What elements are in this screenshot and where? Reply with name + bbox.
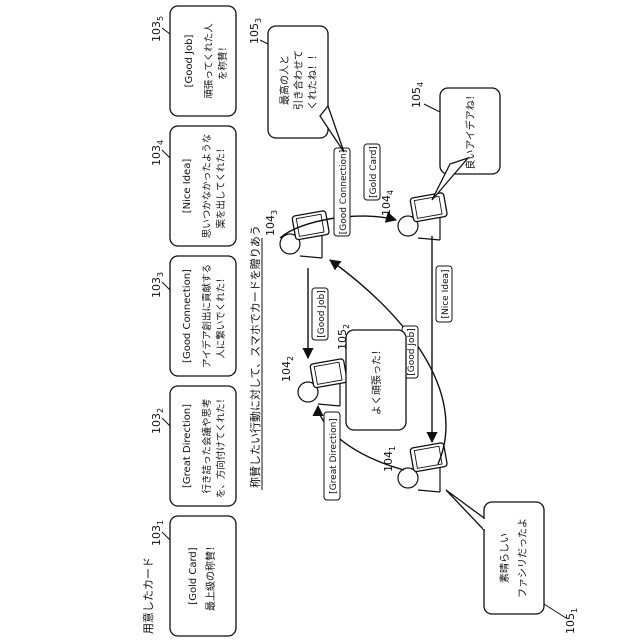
card-good-connection-name: [Good Connection]	[182, 269, 193, 363]
smartphone-icon	[410, 192, 448, 222]
label-gold-card: [Gold Card]	[364, 144, 380, 200]
card-good-job-name: [Good Job]	[184, 35, 195, 88]
card-gold-name: [Gold Card]	[188, 547, 199, 604]
card-good-job: [Good Job] 頑張ってくれた人 を称賛！ 1035	[150, 6, 236, 116]
svg-text:[Good Connection]: [Good Connection]	[339, 150, 349, 235]
card-nice-idea-ref: 1034	[150, 140, 165, 166]
person-104-3: 1043	[264, 210, 329, 258]
smartphone-icon	[310, 358, 348, 388]
person-ref: 1044	[380, 190, 395, 216]
card-good-job-leader	[162, 28, 170, 34]
smartphone-icon	[292, 210, 330, 240]
bubble-105-3: 最高の人と 引き合わせて くれたね！！ 1053	[248, 18, 344, 152]
card-gold-leader	[162, 532, 170, 540]
bubble-105-3-line3: くれたね！！	[307, 50, 319, 110]
card-good-connection-ref: 1033	[150, 272, 165, 298]
person-ref: 1042	[280, 356, 295, 382]
card-good-job-line1: 頑張ってくれた人	[204, 23, 215, 99]
card-great-direction-leader	[162, 418, 170, 426]
card-good-connection-line2: 人に繋いでくれた！	[215, 273, 227, 358]
svg-text:[Nice Idea]: [Nice Idea]	[441, 269, 451, 318]
card-great-direction: [Great Direction] 行き詰った会議や思考 を、方向付けてくれた！…	[150, 386, 236, 506]
label-good-connection: [Good Connection]	[334, 148, 350, 236]
bubble-105-2-line1: よく頑張った！	[371, 345, 383, 415]
svg-text:[Good Job]: [Good Job]	[317, 290, 327, 337]
card-nice-idea-name: [Nice Idea]	[182, 159, 193, 214]
bubble-105-2-ref: 1052	[336, 324, 351, 350]
bubble-105-1-ref: 1051	[564, 608, 579, 634]
label-nice-idea: [Nice Idea]	[436, 266, 452, 322]
person-104-4: 1044	[380, 190, 447, 240]
card-great-direction-line2: を、方向付けてくれた！	[215, 394, 227, 498]
card-great-direction-ref: 1032	[150, 408, 165, 434]
card-good-job-line2: を称賛！	[217, 42, 229, 80]
card-gold-line1: 最上級の称賛！	[204, 541, 217, 611]
person-ref: 1043	[264, 210, 279, 236]
header-title: 用意したカード	[141, 557, 155, 634]
bubble-105-3-line1: 最高の人と	[278, 55, 291, 105]
person-104-2: 1042	[280, 356, 347, 406]
label-great-direction: [Great Direction]	[324, 412, 340, 500]
bubble-105-1: 素晴らしい ファシリだったよ 1051	[446, 490, 579, 634]
svg-text:[Gold Card]: [Gold Card]	[369, 146, 379, 198]
card-great-direction-line1: 行き詰った会議や思考	[201, 398, 213, 493]
bubble-105-4-ref: 1054	[410, 82, 425, 108]
smartphone-icon	[410, 442, 448, 472]
svg-text:[Good Job]: [Good Job]	[407, 328, 417, 375]
card-nice-idea-line1: 思いつかなかったような	[202, 134, 213, 239]
card-nice-idea: [Nice Idea] 思いつかなかったような 案を出してくれた！ 1034	[150, 126, 236, 246]
bubble-105-3-line2: 引き合わせて	[292, 50, 305, 110]
card-good-connection: [Good Connection] アイデア創出に貢献する 人に繋いでくれた！ …	[150, 256, 236, 376]
card-great-direction-name: [Great Direction]	[182, 404, 193, 488]
bubble-105-4: 良いアイデアね！ 1054	[410, 82, 500, 200]
svg-text:[Great Direction]: [Great Direction]	[329, 418, 339, 494]
bubble-105-2: よく頑張った！ 1052	[336, 324, 406, 430]
person-ref: 1041	[382, 446, 397, 472]
card-nice-idea-leader	[162, 150, 170, 158]
header-subtitle: 称賛したい行動に対して、スマホでカードを贈りあう	[248, 225, 262, 488]
label-good-job-a: [Good Job]	[312, 288, 328, 340]
card-good-connection-line1: アイデア創出に貢献する	[201, 264, 213, 368]
bubble-105-4-line1: 良いアイデアね！	[464, 90, 477, 170]
bubble-105-1-line1: 素晴らしい	[498, 533, 511, 583]
person-104-1: 1041	[382, 442, 447, 492]
bubble-105-1-line2: ファシリだったよ	[517, 518, 529, 598]
card-good-connection-leader	[162, 282, 170, 290]
card-gold: [Gold Card] 最上級の称賛！ 1031	[150, 516, 236, 636]
card-nice-idea-line2: 案を出してくれた！	[215, 144, 227, 229]
